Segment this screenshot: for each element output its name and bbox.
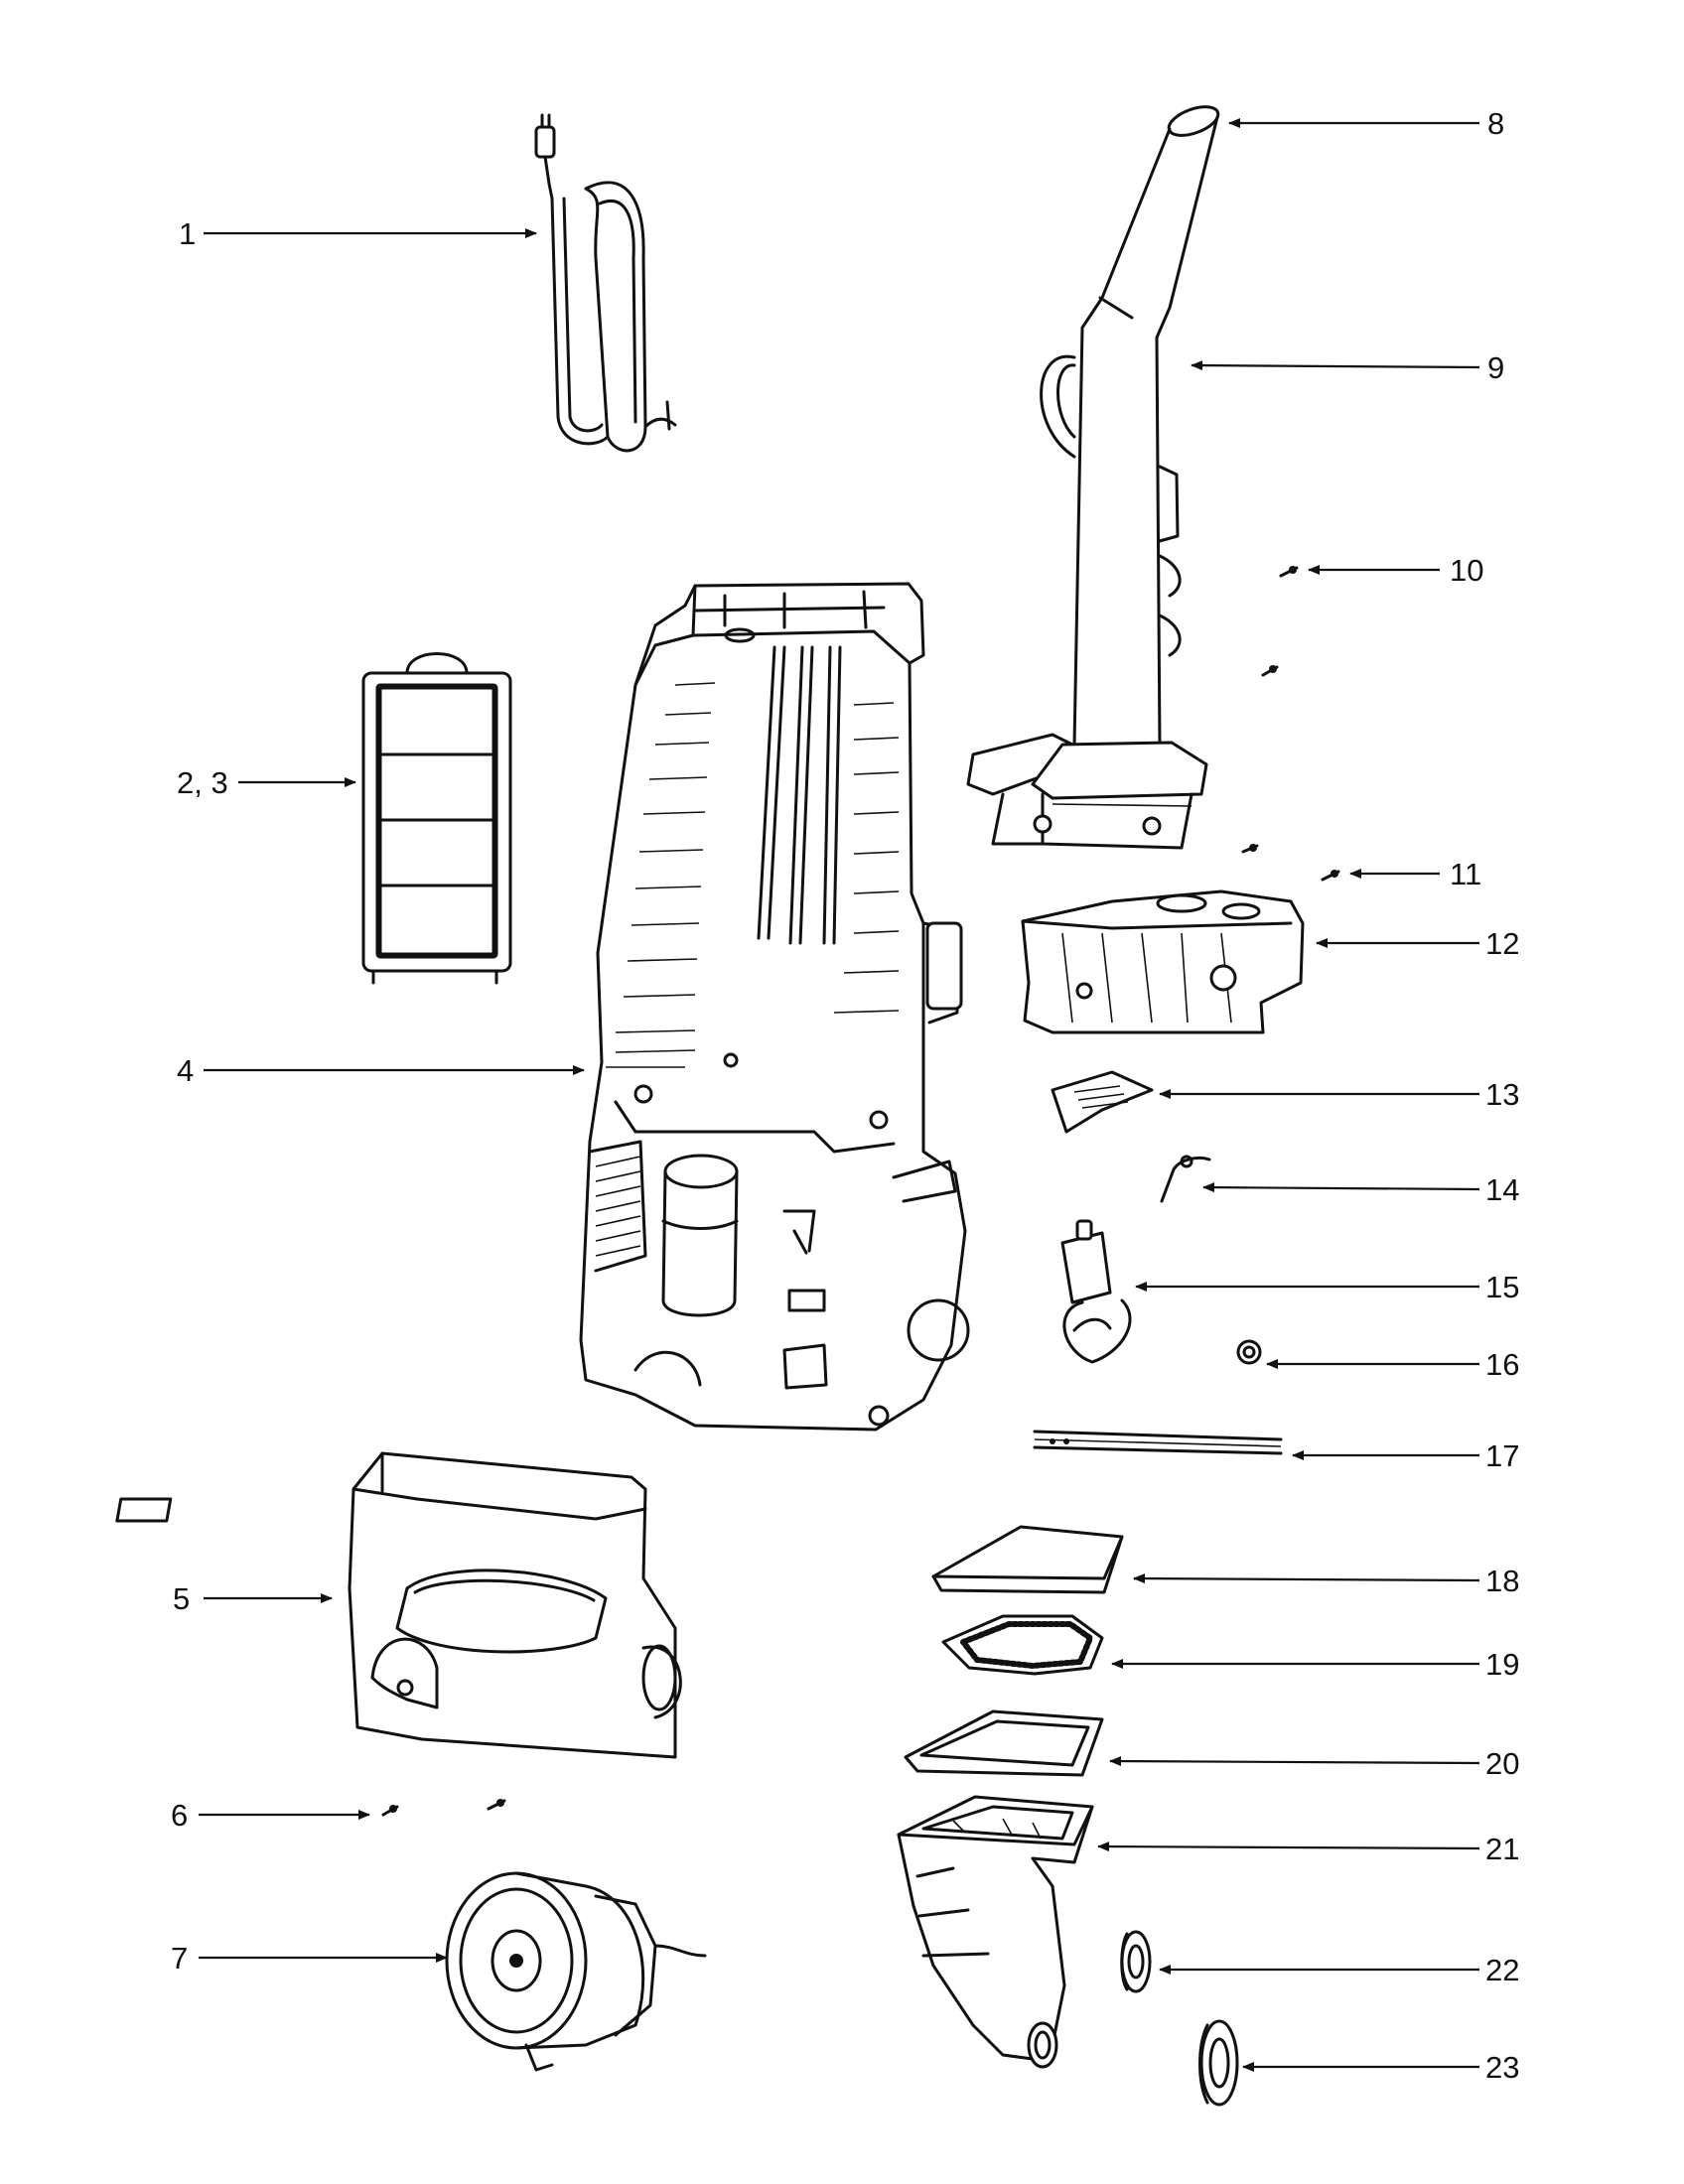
callout-15: 15 xyxy=(1485,1270,1519,1304)
callout-18: 18 xyxy=(1485,1564,1519,1598)
spring-wire-part xyxy=(1160,1155,1211,1203)
callout-17: 17 xyxy=(1485,1438,1519,1473)
callout-6: 6 xyxy=(171,1798,188,1833)
washer-part xyxy=(1236,1339,1262,1365)
callout-14: 14 xyxy=(1485,1172,1519,1207)
small-wheel-part xyxy=(1120,1930,1152,1993)
callout-9: 9 xyxy=(1487,350,1504,385)
callout-11: 11 xyxy=(1450,857,1481,891)
callout-16: 16 xyxy=(1485,1347,1519,1382)
callout-19: 19 xyxy=(1485,1647,1519,1682)
front-cover-part xyxy=(115,1451,682,1759)
leader-lines xyxy=(199,118,1480,2072)
base-mount-part xyxy=(1021,889,1305,1034)
callout-5: 5 xyxy=(173,1581,190,1616)
leader-line-14 xyxy=(1202,1182,1480,1193)
callout-1: 1 xyxy=(179,216,196,251)
mesh-screen-part xyxy=(941,1614,1104,1676)
callout-12: 12 xyxy=(1485,926,1519,961)
switch-part xyxy=(1060,1219,1132,1364)
callout-7: 7 xyxy=(171,1941,188,1976)
callout-labels: 1 2, 3 4 5 6 7 8 9 10 11 12 13 14 15 16 … xyxy=(171,106,1519,2085)
leader-line-9 xyxy=(1191,360,1480,371)
callout-13: 13 xyxy=(1485,1077,1519,1112)
callout-2-3: 2, 3 xyxy=(177,765,228,800)
power-cord-part xyxy=(534,113,677,453)
nozzle-housing-part xyxy=(897,1795,1094,2069)
leader-line-18 xyxy=(1133,1573,1480,1584)
callout-8: 8 xyxy=(1487,106,1504,141)
leader-line-20 xyxy=(1109,1756,1480,1767)
main-body-housing-part xyxy=(579,582,970,1432)
callout-21: 21 xyxy=(1485,1832,1519,1866)
handle-part xyxy=(966,105,1220,850)
tray-part xyxy=(904,1709,1104,1777)
motor-part xyxy=(445,1871,707,2072)
rod-part xyxy=(1033,1430,1283,1455)
pad-part xyxy=(931,1525,1124,1594)
callout-4: 4 xyxy=(177,1053,194,1088)
screws-part-6 xyxy=(381,1799,506,1817)
leader-line-21 xyxy=(1097,1842,1480,1852)
callout-23: 23 xyxy=(1485,2050,1519,2085)
filter-part xyxy=(361,652,512,985)
wheel-part xyxy=(1198,2019,1239,2107)
callout-10: 10 xyxy=(1450,553,1483,588)
callout-22: 22 xyxy=(1485,1953,1519,1987)
screws-part-10-11 xyxy=(1241,566,1340,882)
callout-20: 20 xyxy=(1485,1746,1519,1781)
clip-part xyxy=(1051,1070,1154,1134)
